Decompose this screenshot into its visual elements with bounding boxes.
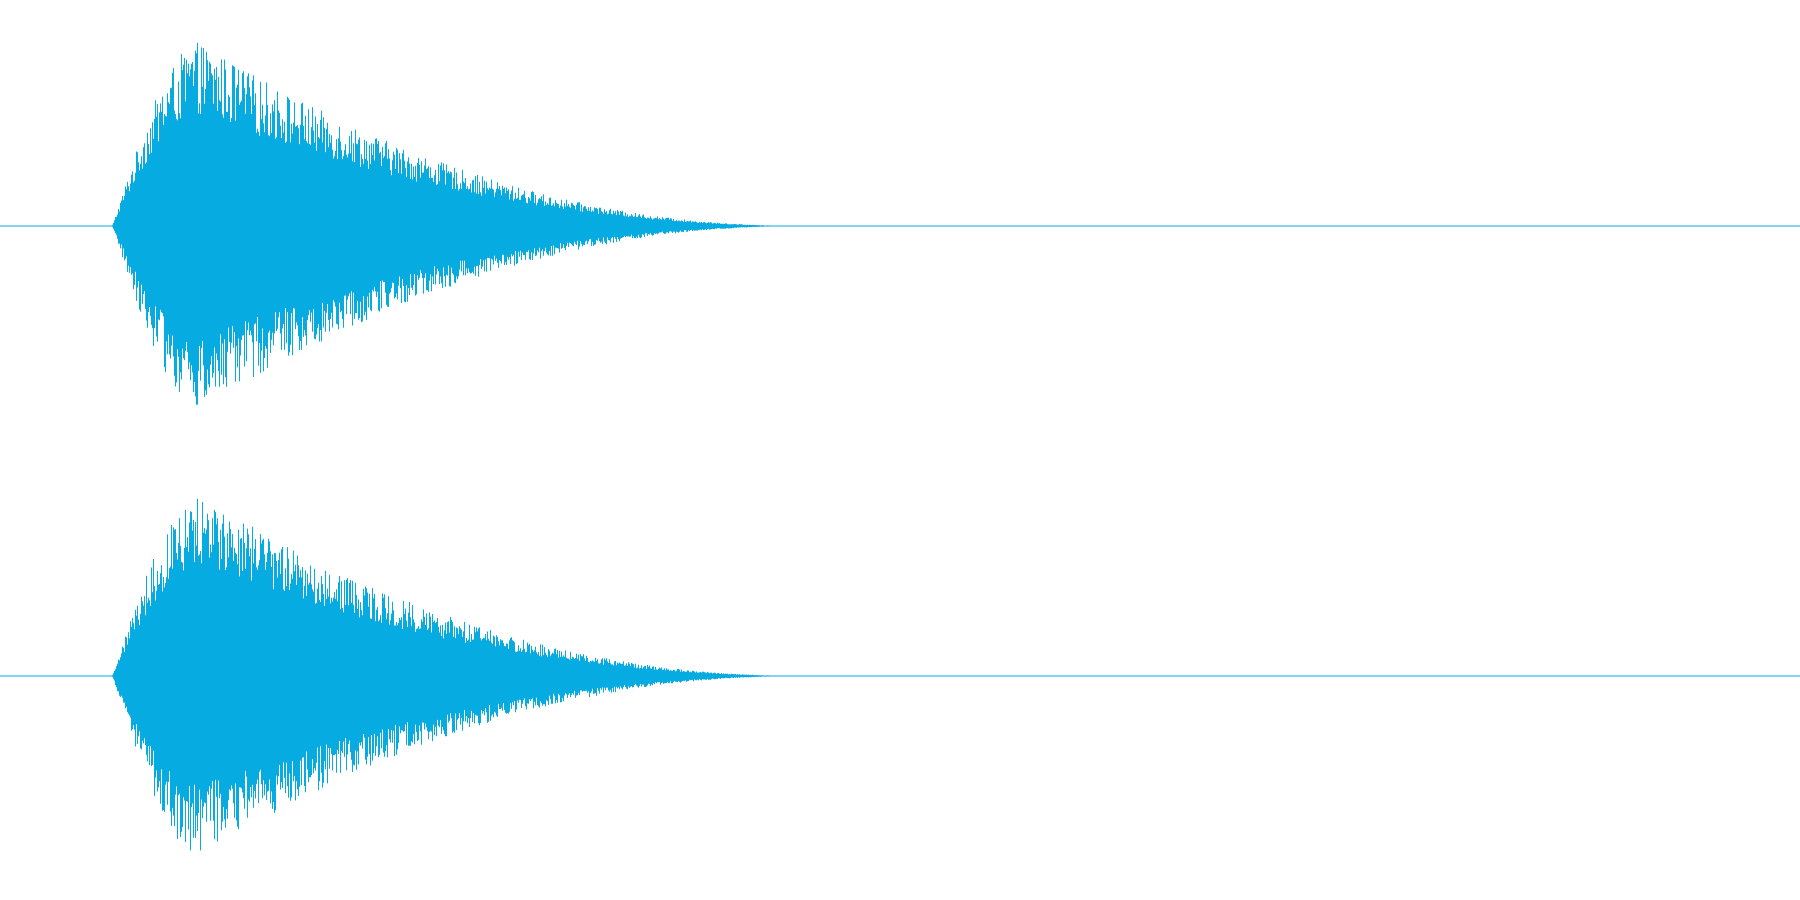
waveform-spikes-channel-2 [113, 498, 786, 851]
waveform-spikes-channel-1 [113, 42, 786, 405]
waveform-channel-1[interactable] [0, 42, 1800, 405]
waveform-channel-2[interactable] [0, 498, 1800, 851]
